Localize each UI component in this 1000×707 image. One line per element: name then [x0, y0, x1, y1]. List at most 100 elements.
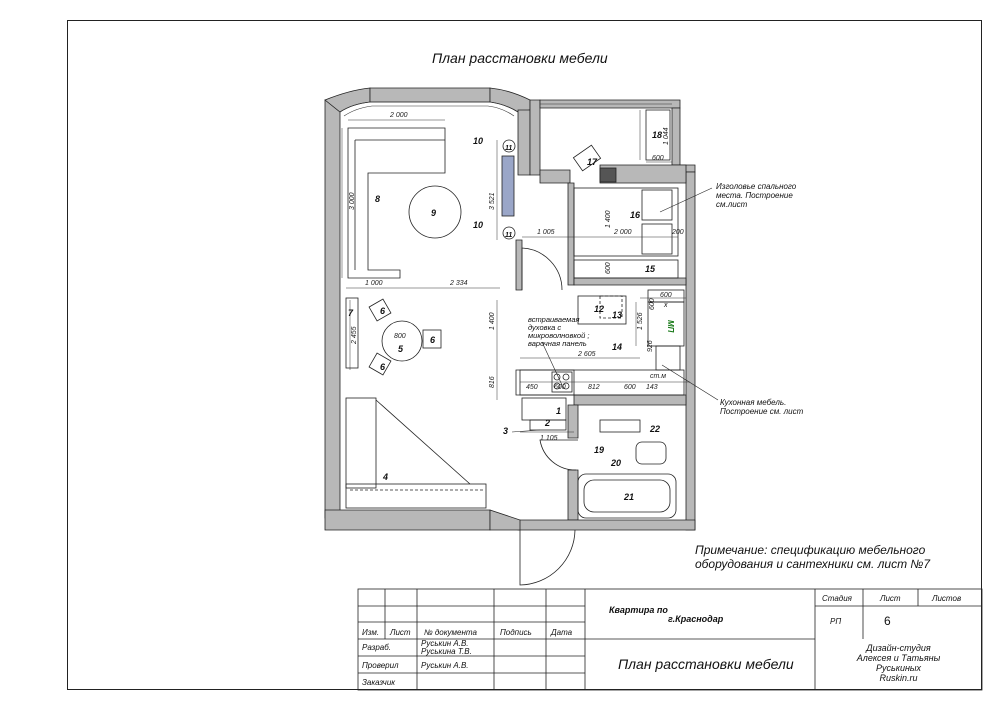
dim-2000-bed: 2 000 [613, 229, 632, 236]
kitchen-counter [519, 369, 685, 396]
dim-stm: ст.м [650, 373, 666, 380]
drawing-title: План расстановки мебели [432, 50, 608, 66]
dim-600-bed: 600 [605, 262, 612, 274]
tb-date: Дата [551, 628, 573, 637]
note-oven: встраиваемая духовка с микроволновкой ; … [528, 315, 590, 348]
tb-stage-header: Стадия [822, 594, 852, 603]
label-15: 15 [645, 264, 656, 274]
tb-proveril-name: Руськин А.В. [421, 661, 469, 670]
dim-200: 200 [671, 229, 684, 236]
toilet-20 [635, 441, 667, 465]
dim-2334: 2 334 [449, 280, 468, 287]
label-8: 8 [375, 194, 380, 204]
dim-1005: 1 005 [537, 229, 555, 236]
label-6b: 6 [430, 335, 436, 345]
tb-object-1: Квартира по [609, 605, 668, 615]
dim-812: 812 [588, 384, 600, 391]
tb-sign: Подпись [500, 628, 532, 637]
tb-list: Лист [390, 628, 411, 637]
tb-sheet-title: План расстановки мебели [618, 656, 794, 672]
label-10b: 10 [473, 220, 483, 230]
tb-stage: РП [830, 617, 842, 626]
dimension-lines [341, 110, 690, 433]
tb-object-2: г.Краснодар [668, 614, 724, 624]
door-entrance [519, 529, 576, 586]
chair-1 [368, 298, 392, 322]
label-21: 21 [623, 492, 634, 502]
note-kitchen: Кухонная мебель. Построение см. лист [720, 398, 804, 416]
tb-sheets-header: Листов [932, 594, 962, 603]
dim-143: 143 [646, 384, 658, 391]
dim-600-b: 600 [649, 298, 656, 310]
pillow-1 [641, 189, 673, 221]
label-2: 2 [544, 418, 550, 428]
dim-1105: 1 105 [540, 435, 558, 442]
dim-3000: 3 000 [349, 192, 356, 210]
walls [324, 87, 696, 531]
label-9: 9 [431, 208, 436, 218]
tv-unit [501, 155, 515, 217]
label-18: 18 [652, 130, 662, 140]
label-16: 16 [630, 210, 641, 220]
label-11b: 11 [505, 232, 512, 239]
wardrobe-left [345, 397, 377, 489]
label-14: 14 [612, 342, 622, 352]
cabinet-7 [345, 297, 359, 369]
tb-izm: Изм. [362, 628, 380, 637]
note-headboard: Изголовье спального места. Построение см… [716, 182, 797, 209]
dim-2605: 2 605 [577, 351, 596, 358]
dining-table [381, 320, 423, 362]
dim-3521: 3 521 [489, 192, 496, 210]
dim-600-kitchen: 600 [554, 384, 566, 391]
label-mp: МП [666, 320, 675, 333]
label-13: 13 [612, 310, 622, 320]
label-17: 17 [587, 157, 598, 167]
floor-lamp-top [502, 139, 516, 153]
dresser-15 [573, 259, 679, 279]
chair-3 [368, 352, 392, 376]
sofa [347, 127, 446, 279]
washbasin-22 [599, 419, 641, 433]
remark: Примечание: спецификацию мебельного обор… [695, 543, 931, 571]
label-5: 5 [398, 344, 404, 354]
label-1: 1 [556, 406, 561, 416]
door-bedroom [521, 247, 563, 291]
label-4: 4 [382, 472, 388, 482]
tb-zakazchik: Заказчик [362, 678, 396, 687]
label-22: 22 [649, 424, 660, 434]
bed [573, 187, 679, 257]
dim-800: 800 [394, 333, 406, 340]
pillow-2 [641, 223, 673, 255]
dim-600-wardrobe: 600 [652, 155, 664, 162]
floor-lamp-bottom [502, 226, 516, 240]
label-20: 20 [610, 458, 621, 468]
hall-cabinet-2 [529, 419, 567, 431]
desk-chair [572, 144, 602, 172]
dim-600-a: 600 [660, 292, 672, 299]
dim-600-kitchen2: 600 [624, 384, 636, 391]
dim-1526: 1 526 [637, 312, 644, 330]
drawing-frame [67, 20, 982, 690]
windows [339, 101, 672, 117]
tb-proveril: Проверил [362, 661, 399, 670]
label-3: 3 [503, 426, 508, 436]
dim-816: 816 [489, 376, 496, 388]
tb-sheet-header: Лист [880, 594, 901, 603]
leader-lines [511, 187, 719, 433]
title-block-grid [357, 588, 983, 691]
chair-2 [422, 329, 442, 349]
desk-17 [599, 167, 617, 183]
label-11a: 11 [505, 145, 512, 152]
label-19: 19 [594, 445, 604, 455]
dim-926: 926 [647, 340, 654, 352]
wardrobe-bottom [345, 483, 487, 509]
bathtub-21 [577, 473, 677, 519]
dim-450: 450 [526, 384, 538, 391]
tb-razrab: Разраб. [362, 643, 391, 652]
label-7: 7 [348, 308, 354, 318]
label-6a: 6 [380, 306, 386, 316]
round-rug [408, 185, 462, 239]
label-x: x [663, 302, 668, 309]
sink [655, 345, 681, 371]
